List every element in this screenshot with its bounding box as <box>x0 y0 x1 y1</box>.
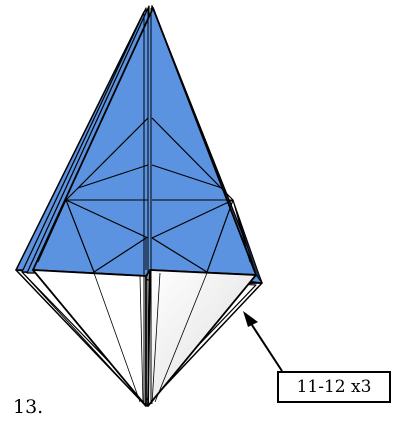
origami-model <box>15 5 263 407</box>
repeat-instruction-box: 11-12 x3 <box>277 371 391 403</box>
right-edge-sliver <box>232 199 263 284</box>
white-crease-left-2 <box>139 275 144 405</box>
upper-diamond-diag-left <box>77 164 149 189</box>
white-crease-left-1 <box>93 272 141 403</box>
front-lower-left-white <box>32 269 147 407</box>
step-number: 13. <box>13 396 44 418</box>
white-crease-left-outer <box>21 271 141 401</box>
lower-fold-left <box>65 199 147 273</box>
front-lower-right-white <box>147 269 257 407</box>
white-crease-right-1 <box>154 272 208 403</box>
upper-diamond-diag-right <box>151 164 223 189</box>
white-crease-right-2 <box>151 272 161 405</box>
arrow-pointer-icon <box>243 311 283 372</box>
lower-fold-left-inner <box>37 199 67 263</box>
repeat-instruction-label: 11-12 x3 <box>296 377 372 397</box>
lower-fold-right <box>151 199 234 273</box>
